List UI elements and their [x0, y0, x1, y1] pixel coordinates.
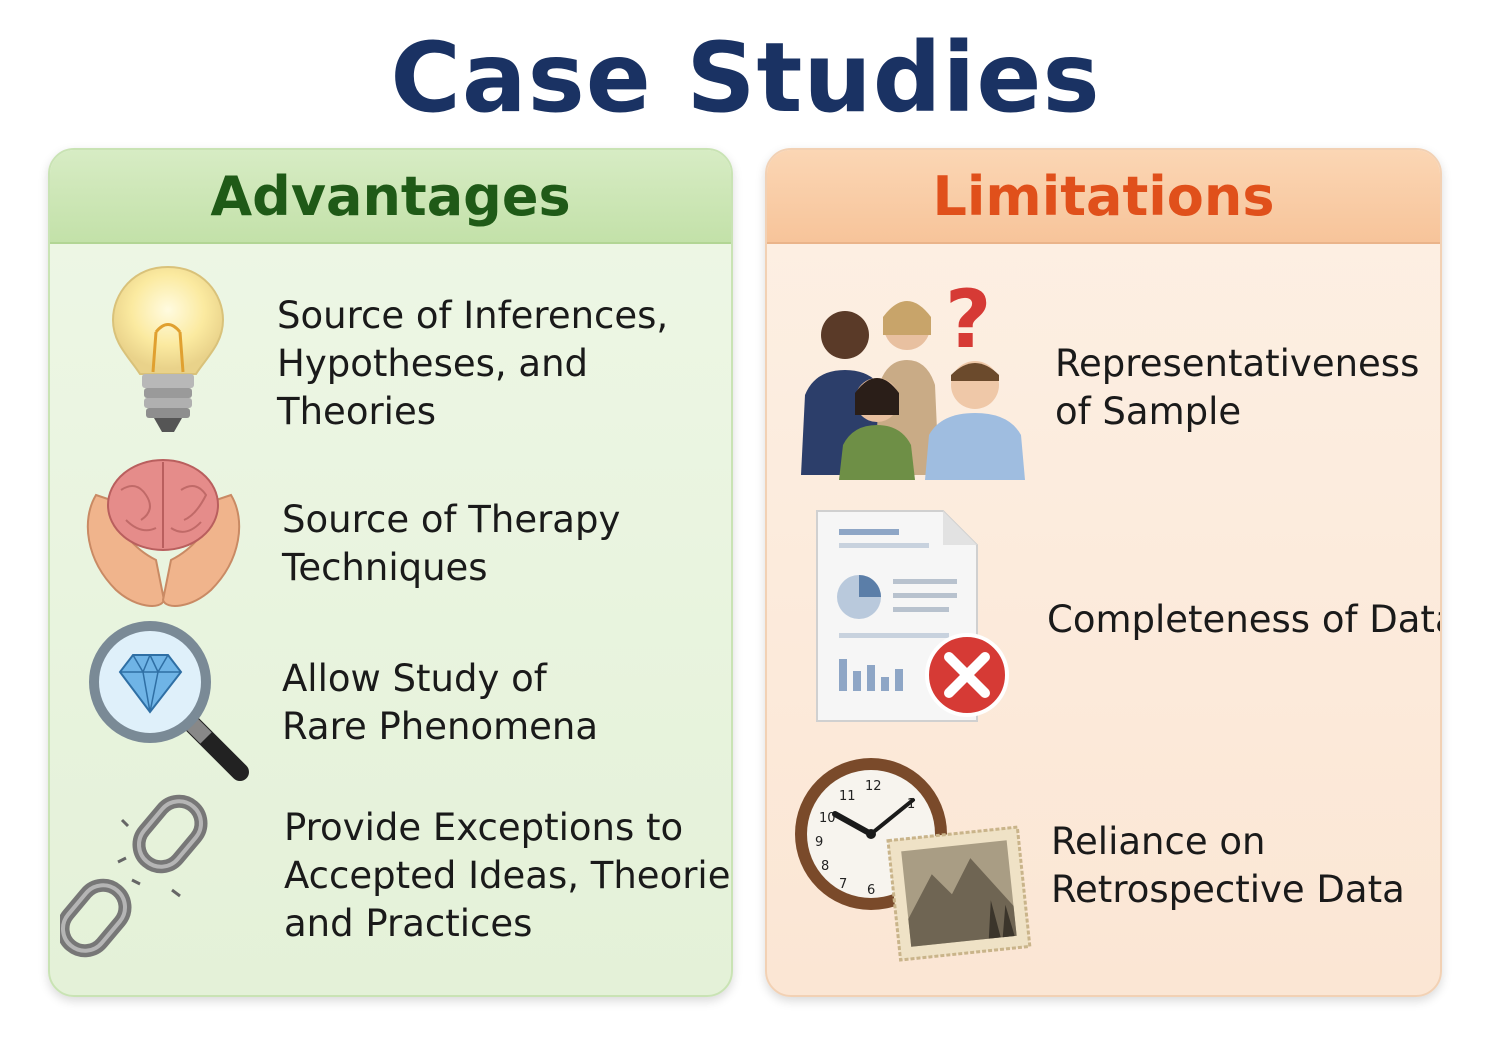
brain-in-hands-icon — [76, 450, 251, 615]
advantages-heading: Advantages — [50, 150, 731, 244]
svg-text:8: 8 — [821, 859, 829, 874]
people-question-icon: ? — [795, 275, 1027, 480]
svg-text:7: 7 — [839, 877, 847, 892]
svg-text:9: 9 — [815, 835, 823, 850]
advantages-panel: Advantages Source of Inferences, Hypothe… — [48, 148, 733, 997]
clock-photo-icon: 12 11 10 9 8 7 6 5 1 — [795, 754, 1035, 969]
advantage-item-text: Provide Exceptions to Accepted Ideas, Th… — [284, 806, 731, 945]
svg-text:1: 1 — [907, 797, 915, 812]
limitation-item-text: Representativeness of Sample — [1055, 342, 1420, 433]
limitation-item-text: Reliance on Retrospective Data — [1051, 820, 1405, 911]
limitations-panel: Limitations ? Representativeness of Samp… — [765, 148, 1442, 997]
broken-chain-icon — [60, 790, 235, 960]
svg-text:12: 12 — [865, 779, 882, 794]
svg-text:?: ? — [945, 275, 991, 366]
advantage-item-text: Source of Therapy Techniques — [282, 498, 621, 589]
limitations-heading: Limitations — [767, 150, 1440, 244]
advantage-item-text: Allow Study of Rare Phenomena — [282, 657, 599, 748]
advantage-item-text: Source of Inferences, Hypotheses, and Th… — [277, 294, 669, 433]
lightbulb-icon — [108, 262, 228, 442]
document-error-icon — [813, 507, 1013, 727]
svg-text:10: 10 — [819, 811, 836, 826]
svg-text:11: 11 — [839, 789, 856, 804]
limitation-item-text: Completeness of Data — [1047, 598, 1442, 641]
magnifier-diamond-icon — [88, 620, 258, 790]
page-title: Case Studies — [390, 22, 1101, 134]
svg-text:6: 6 — [867, 883, 875, 898]
